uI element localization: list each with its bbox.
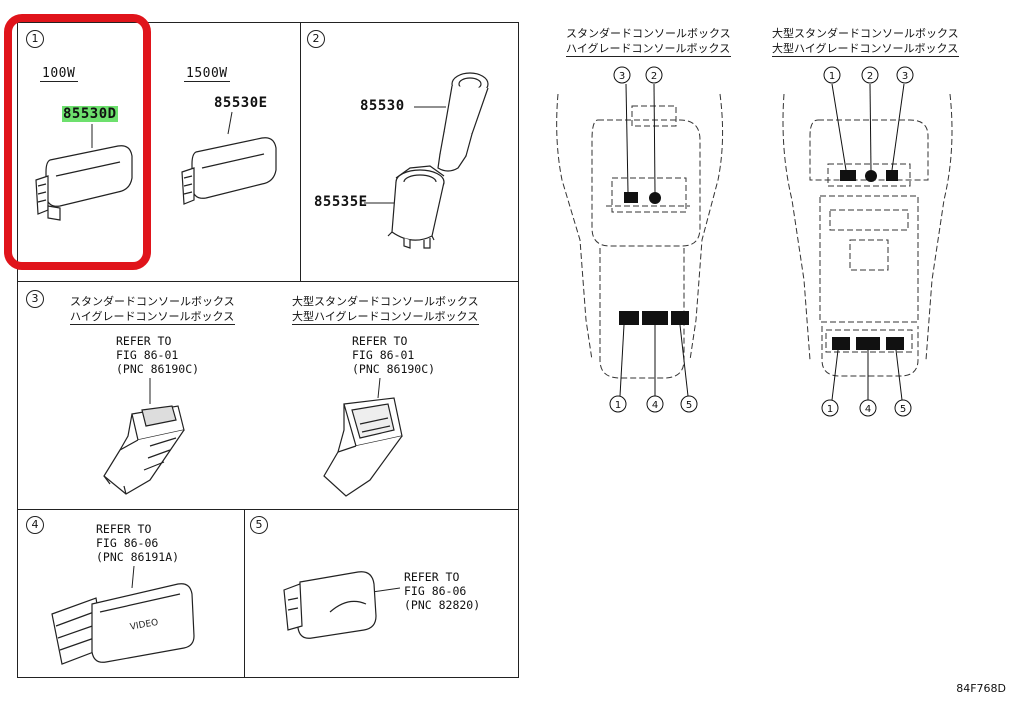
video-input-illustration: VIDEO [51, 565, 195, 665]
right-console-callout-3: 3 [902, 71, 908, 82]
right-console-title: 大型スタンダードコンソールボックス 大型ハイグレードコンソールボックス [772, 26, 959, 57]
cigarette-lighter-illustration [364, 72, 489, 249]
left-console-callout-4: 4 [652, 400, 658, 411]
right-console-callout-2: 2 [867, 71, 873, 82]
left-console-callout-5: 5 [686, 400, 692, 411]
part-number-85530[interactable]: 85530 [360, 98, 405, 114]
left-console-callout-1: 1 [615, 400, 621, 411]
large-console-diagram: 1 2 3 1 4 5 [782, 66, 953, 417]
right-console-callout-4: 4 [865, 404, 871, 415]
panel-4-number: 4 [26, 516, 44, 534]
wattage-1500-label: 1500W [186, 66, 228, 81]
panel-3-right-reference[interactable]: REFER TO FIG 86-01 (PNC 86190C) [352, 334, 436, 376]
outlet-socket-illustration-1 [35, 111, 277, 221]
panel-4-reference[interactable]: REFER TO FIG 86-06 (PNC 86191A) [96, 522, 180, 564]
large-high-grade-console-box-label: 大型ハイグレードコンソールボックス [292, 310, 479, 325]
console-switch-illustrations [103, 377, 403, 497]
panel-2-number: 2 [307, 30, 325, 48]
right-console-title-line-1: 大型スタンダードコンソールボックス [772, 27, 959, 40]
panel-3-left-reference[interactable]: REFER TO FIG 86-01 (PNC 86190C) [116, 334, 200, 376]
right-console-callout-1-bottom: 1 [827, 404, 833, 415]
left-console-title-line-1: スタンダードコンソールボックス [566, 27, 731, 40]
standard-console-box-label: スタンダードコンソールボックス [70, 295, 235, 308]
high-grade-console-box-label: ハイグレードコンソールボックス [70, 310, 235, 325]
left-console-callout-3: 3 [619, 71, 625, 82]
large-standard-console-box-label: 大型スタンダードコンソールボックス [292, 295, 479, 308]
diagram-code: 84F768D [956, 682, 1006, 695]
panel-3-number: 3 [26, 290, 44, 308]
right-console-title-line-2: 大型ハイグレードコンソールボックス [772, 42, 959, 57]
label-underline [40, 81, 78, 82]
standard-console-diagram: 3 2 1 4 5 [556, 66, 724, 413]
left-console-title: スタンダードコンソールボックス ハイグレードコンソールボックス [566, 26, 731, 57]
label-underline [184, 81, 230, 82]
panel-3-right-title: 大型スタンダードコンソールボックス 大型ハイグレードコンソールボックス [292, 294, 479, 325]
left-console-title-line-2: ハイグレードコンソールボックス [566, 42, 731, 57]
selected-item-highlight-frame [4, 14, 151, 270]
right-console-callout-5: 5 [900, 404, 906, 415]
part-number-85535e[interactable]: 85535E [314, 194, 368, 210]
panel-5 [244, 509, 519, 678]
accessory-socket-illustration [283, 571, 401, 639]
part-number-85530d[interactable]: 85530D [62, 106, 118, 122]
panel-1-number: 1 [26, 30, 44, 48]
panel-5-reference[interactable]: REFER TO FIG 86-06 (PNC 82820) [404, 570, 481, 612]
left-console-callout-2: 2 [651, 71, 657, 82]
panel-3-left-title: スタンダードコンソールボックス ハイグレードコンソールボックス [70, 294, 235, 325]
video-label-text: VIDEO [129, 618, 159, 633]
wattage-100-label: 100W [42, 66, 76, 81]
part-number-85530e[interactable]: 85530E [214, 95, 268, 111]
right-console-callout-1-top: 1 [829, 71, 835, 82]
panel-5-number: 5 [250, 516, 268, 534]
